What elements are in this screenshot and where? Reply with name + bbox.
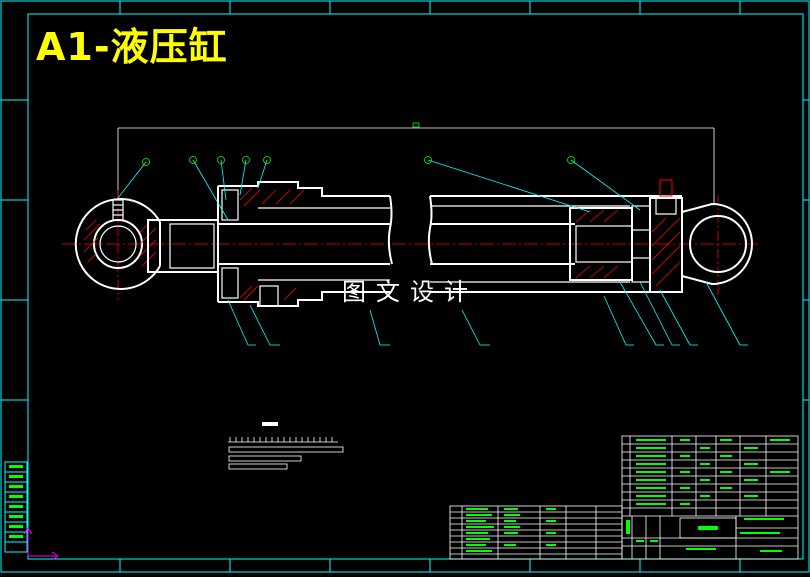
- title-block: [621, 435, 799, 560]
- leader-lines: [117, 159, 748, 346]
- head-hatch: [239, 187, 305, 301]
- piston-rod: [147, 219, 575, 273]
- piston: [569, 205, 651, 283]
- overall-dimension: [117, 127, 715, 205]
- technical-requirements: [228, 422, 344, 470]
- piston-hatch: [575, 209, 619, 279]
- cylinder-head: [217, 181, 390, 307]
- cylinder-barrel: [387, 195, 682, 293]
- tech-req-heading: [262, 422, 278, 426]
- balloons: [142, 156, 575, 166]
- cap-hatch: [651, 217, 681, 287]
- balloon-6: [424, 156, 432, 164]
- left-side-table: [4, 461, 28, 553]
- parts-list: [449, 505, 623, 560]
- ucs-icon: [23, 527, 59, 561]
- balloon-7: [567, 156, 575, 164]
- grease-fitting: [112, 199, 124, 221]
- drawing-frame: [27, 13, 804, 560]
- right-eye: [681, 202, 753, 286]
- balloon-2: [189, 156, 197, 164]
- balloon-4: [242, 156, 250, 164]
- parts-list-text: [466, 508, 556, 552]
- cylinder-cap: [649, 179, 683, 293]
- left-side-table-text: [9, 465, 23, 538]
- title-block-text: [626, 439, 790, 552]
- balloon-1: [142, 158, 150, 166]
- watermark: 图文设计: [342, 278, 478, 306]
- balloon-3: [217, 156, 225, 164]
- drawing-title: A1-液压缸: [36, 25, 228, 69]
- dimension-text: [412, 122, 420, 128]
- balloon-5: [263, 156, 271, 164]
